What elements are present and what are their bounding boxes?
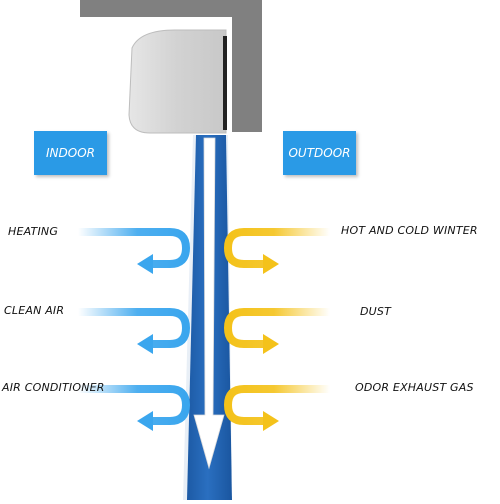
outdoor-arrows — [223, 228, 330, 431]
label-clean-air: CLEAN AIR — [4, 304, 65, 317]
indoor-panel-label: INDOOR — [46, 146, 95, 160]
indoor-arrows — [78, 228, 191, 431]
wall — [80, 0, 262, 132]
outdoor-arrow — [223, 228, 330, 274]
label-odor-exhaust-gas: ODOR EXHAUST GAS — [355, 381, 474, 394]
indoor-unit — [128, 29, 227, 134]
outdoor-panel-label: OUTDOOR — [288, 146, 351, 160]
indoor-arrow — [78, 228, 191, 274]
outdoor-arrow — [223, 308, 330, 354]
label-hot-and-cold-winter: HOT AND COLD WINTER — [341, 224, 478, 237]
label-dust: DUST — [360, 305, 392, 318]
label-air-conditioner: AIR CONDITIONER — [2, 381, 105, 394]
outdoor-arrow — [223, 385, 330, 431]
outdoor-panel: OUTDOOR — [283, 131, 356, 175]
airflow-arrow — [193, 137, 225, 470]
label-heating: HEATING — [8, 225, 59, 238]
indoor-panel: INDOOR — [34, 131, 107, 175]
indoor-arrow — [78, 385, 191, 431]
indoor-arrow — [78, 308, 191, 354]
